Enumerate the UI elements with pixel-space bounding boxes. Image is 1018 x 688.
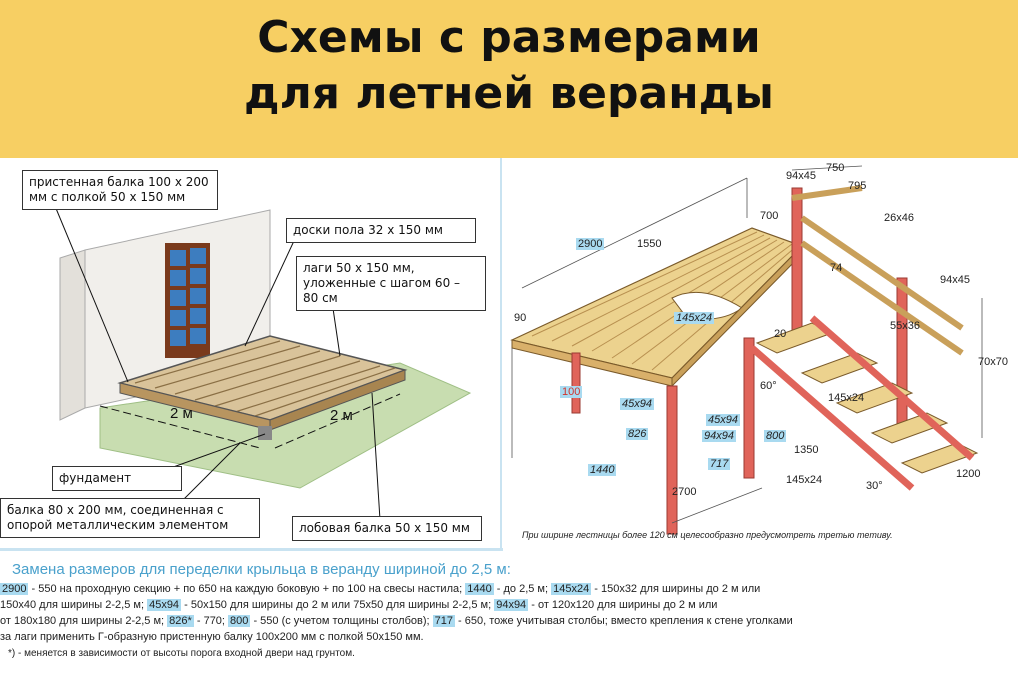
dim-26x46: 26х46: [884, 212, 914, 224]
dim-145x24-stairs: 145х24: [828, 392, 865, 404]
dim-826: 826: [626, 428, 649, 440]
dim-94x45-right: 94х45: [940, 274, 970, 286]
notes-line-1: 2900 - 550 на проходную секцию + по 650 …: [0, 582, 760, 597]
span-right-line: [274, 393, 401, 449]
veranda-scheme-panel: 750 795 94х45 26х46 700 2900 1550 74 94х…: [502, 158, 1018, 548]
house-wall-side: [59, 249, 86, 421]
note-value: 826*: [167, 615, 194, 627]
note-value: 800: [228, 615, 251, 627]
dim-800: 800: [764, 430, 787, 442]
dim-1440: 1440: [588, 464, 617, 476]
dim-100: 100: [560, 386, 583, 398]
note-text: за лаги применить Г-образную пристенную …: [0, 631, 424, 643]
dim-55x36: 55х36: [890, 320, 920, 332]
dim-750: 750: [826, 162, 845, 174]
foundation-post: [258, 426, 272, 440]
label-beam: балка 80 х 200 мм, соединенная с опорой …: [0, 498, 260, 538]
dim-795: 795: [848, 180, 867, 192]
note-value: 45х94: [147, 599, 182, 611]
dim-45x94-left: 45х94: [620, 398, 654, 410]
dim-145x24-deck: 145х24: [674, 312, 715, 324]
note-text: - 50х150 для ширины до 2 м или 75х50 для…: [181, 599, 495, 611]
deck-boards: [531, 231, 799, 371]
span-left-label: 2 м: [170, 405, 193, 422]
span-right-label: 2 м: [330, 407, 353, 424]
veranda-drawing: [510, 165, 983, 535]
dim-60deg: 60°: [760, 380, 777, 392]
dim-2900: 2900: [576, 238, 605, 250]
dim-94x94: 94х94: [702, 430, 736, 442]
note-text: - 150х32 для ширины до 2 м или: [591, 583, 761, 595]
dim-45x94-right: 45х94: [706, 414, 740, 426]
size-notes: Замена размеров для переделки крыльца в …: [0, 558, 1018, 688]
page-title: Схемы с размерами для летней веранды: [0, 10, 1018, 122]
note-text: *) - меняется в зависимости от высоты по…: [8, 648, 355, 659]
railing: [791, 185, 964, 356]
title-banner: [0, 0, 1018, 158]
door-glass: [170, 248, 206, 346]
notes-line-2: 150х40 для ширины 2-2,5 м; 45х94 - 50х15…: [0, 598, 717, 613]
floor-scheme-drawing: 2 м 2 м: [54, 205, 472, 521]
dim-30deg: 30°: [866, 480, 883, 492]
dim-700: 700: [760, 210, 779, 222]
span-left-line: [99, 405, 261, 449]
dim-20: 20: [774, 328, 787, 340]
note-text: - 650, тоже учитывая столбы; вместо креп…: [455, 615, 793, 627]
note-value: 2900: [0, 583, 29, 595]
note-text: - 550 (с учетом толщины столбов);: [250, 615, 433, 627]
label-front-beam: лобовая балка 50 х 150 мм: [292, 516, 482, 541]
label-floor-boards: доски пола 32 х 150 мм: [286, 218, 476, 243]
note-text: - 770;: [193, 615, 229, 627]
note-text: - от 120х120 для ширины до 2 м или: [528, 599, 718, 611]
stair-stringers: [749, 315, 975, 491]
note-value: 145х24: [551, 583, 592, 595]
dim-70x70: 70х70: [978, 356, 1008, 368]
label-foundation: фундамент: [52, 466, 182, 491]
note-value: 717: [432, 615, 455, 627]
label-joists: лаги 50 х 150 мм, уложенные с шагом 60 –…: [296, 256, 486, 311]
notes-line-5: *) - меняется в зависимости от высоты по…: [8, 646, 355, 661]
dim-90: 90: [514, 312, 527, 324]
notes-line-4: за лаги применить Г-образную пристенную …: [0, 630, 424, 645]
dimension-lines: [511, 165, 983, 524]
note-text: 150х40 для ширины 2-2,5 м;: [0, 599, 148, 611]
floor-scheme-panel: 2 м 2 м пристенная балка 100 х 200 мм с …: [0, 158, 503, 551]
note-text: - 550 на проходную секцию + по 650 на ка…: [28, 583, 466, 595]
note-text: - до 2,5 м;: [493, 583, 552, 595]
dim-145x24-bottom: 145х24: [786, 474, 823, 486]
dim-1200: 1200: [956, 468, 981, 480]
label-wall-beam: пристенная балка 100 х 200 мм с полкой 5…: [22, 170, 218, 210]
notes-heading: Замена размеров для переделки крыльца в …: [12, 561, 511, 578]
stair-footnote: При ширине лестницы более 120 см целесоо…: [522, 530, 893, 540]
deck-joists: [134, 340, 396, 417]
notes-line-3: от 180х180 для ширины 2-2,5 м; 826* - 77…: [0, 614, 793, 629]
title-line-2: для летней веранды: [244, 68, 774, 119]
dim-717: 717: [708, 458, 731, 470]
dim-74: 74: [830, 262, 843, 274]
dim-1350: 1350: [794, 444, 819, 456]
note-value: 94х94: [494, 599, 529, 611]
note-value: 1440: [465, 583, 494, 595]
dim-1550: 1550: [637, 238, 662, 250]
note-text: от 180х180 для ширины 2-2,5 м;: [0, 615, 168, 627]
leader-lines: [54, 205, 381, 521]
dim-2700: 2700: [672, 486, 697, 498]
title-line-1: Схемы с размерами: [257, 12, 761, 63]
dim-94x45-top: 94х45: [786, 170, 816, 182]
